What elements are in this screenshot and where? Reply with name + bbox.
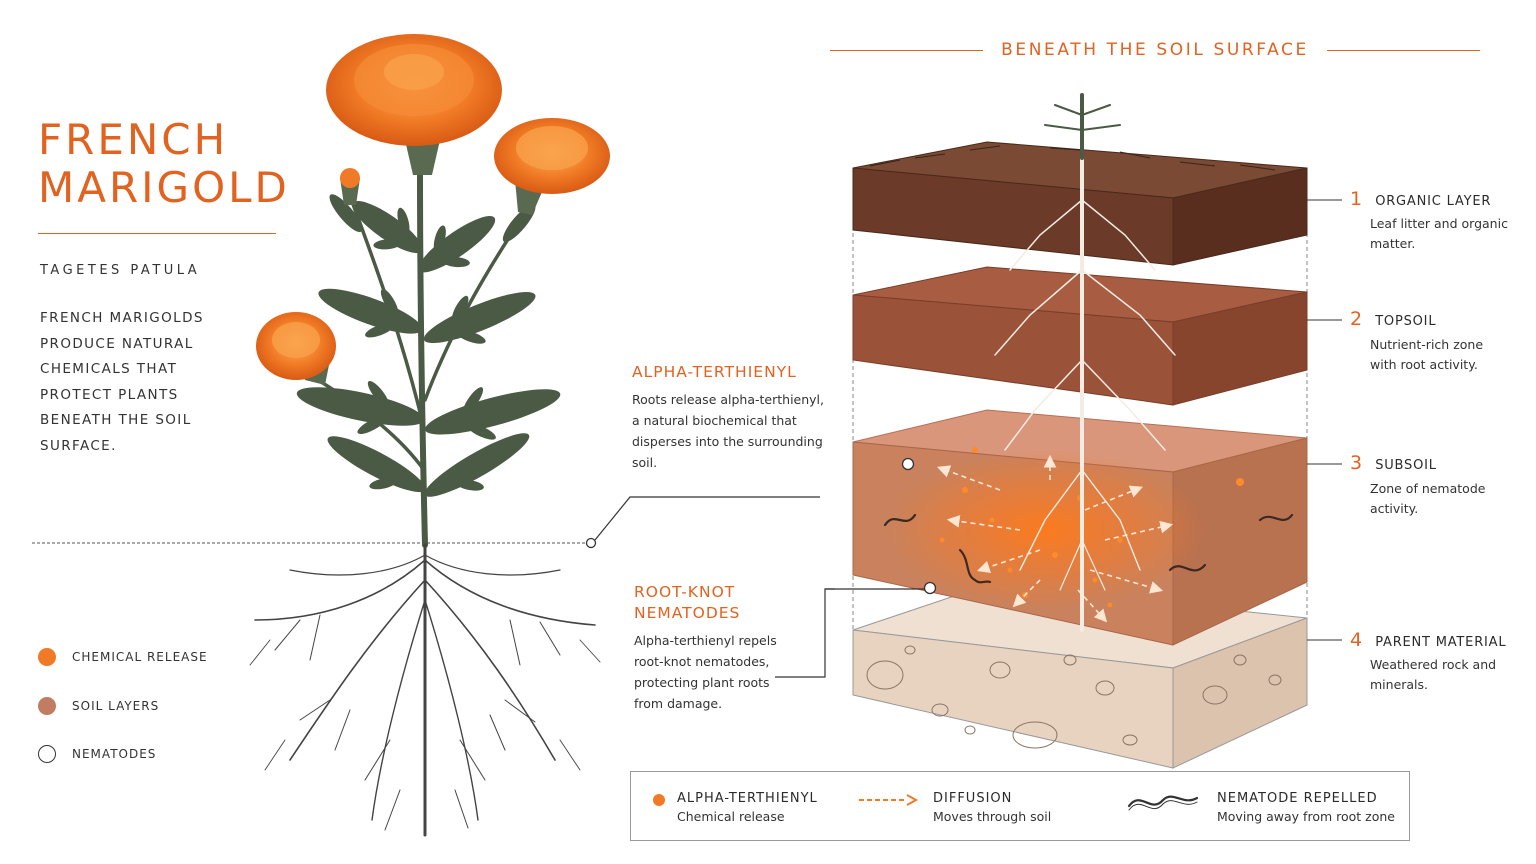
root-in-soil (994, 153, 1176, 632)
page-title: FRENCH MARIGOLD (38, 116, 290, 212)
marigold-flowers (256, 34, 610, 380)
nematode-icon (1127, 795, 1199, 811)
soil-surface-marker (585, 537, 597, 549)
alpha-callout-marker (901, 457, 915, 471)
key-title: ALPHA-TERTHIENYL (677, 791, 818, 806)
layer-number: 2 (1350, 308, 1363, 330)
legend-chemical-release: CHEMICAL RELEASE (38, 647, 208, 667)
root-system (249, 543, 601, 837)
header-line-right (1326, 49, 1481, 51)
layer-number: 4 (1350, 629, 1363, 651)
section-header-text: BENEATH THE SOIL SURFACE (1001, 40, 1309, 60)
annotation-alpha-desc: Roots release alpha-terthienyl, a natura… (632, 392, 825, 470)
legend-label: NEMATODES (72, 747, 157, 761)
diagram-key: ALPHA-TERTHIENYL Chemical release DIFFUS… (630, 771, 1410, 841)
left-flower (256, 312, 336, 380)
layer-subsoil (852, 409, 1308, 646)
key-desc: Chemical release (677, 809, 785, 824)
annotation-nematode-desc: Alpha-terthienyl repels root-knot nemato… (634, 633, 777, 711)
layer-number: 3 (1350, 452, 1363, 474)
key-item-diffusion: DIFFUSION Moves through soil (933, 791, 1051, 824)
nematode-icons (883, 513, 1294, 584)
chemical-release-dot-icon (38, 648, 56, 666)
key-item-alpha: ALPHA-TERTHIENYL Chemical release (677, 791, 818, 824)
layer-desc-3: Zone of nematode activity. (1370, 481, 1486, 516)
layer-name: ORGANIC LAYER (1375, 194, 1492, 209)
legend-label: CHEMICAL RELEASE (72, 650, 208, 664)
key-desc: Moves through soil (933, 809, 1052, 824)
layer-name: SUBSOIL (1375, 458, 1437, 473)
legend-nematodes: NEMATODES (38, 744, 156, 764)
key-title: DIFFUSION (933, 791, 1013, 806)
layer-desc-2: Nutrient-rich zone with root activity. (1370, 337, 1484, 372)
legend-soil-layers: SOIL LAYERS (38, 696, 159, 716)
dashed-arrow-icon (859, 794, 919, 806)
layer-desc-4: Weathered rock and minerals. (1370, 657, 1497, 692)
legend-label: SOIL LAYERS (72, 699, 160, 713)
annotation-alpha-title: ALPHA-TERTHIENYL (632, 363, 797, 381)
layer-label-3: 3 SUBSOIL (1350, 452, 1437, 474)
key-title: NEMATODE REPELLED (1217, 791, 1378, 806)
title-divider (38, 233, 276, 234)
key-desc: Moving away from root zone (1217, 809, 1395, 824)
nematode-callout-line (775, 588, 835, 678)
layer-leader-lines (1307, 199, 1342, 641)
foliage (296, 194, 561, 497)
header-line-left (830, 49, 984, 51)
annotation-nematode-title: ROOT-KNOT NEMATODES (634, 583, 741, 622)
key-item-nematode: NEMATODE REPELLED Moving away from root … (1217, 791, 1395, 824)
nematode-callout-marker (923, 581, 937, 595)
plant-sprout (1044, 93, 1121, 160)
main-flower (326, 34, 502, 146)
nematodes-circle-icon (38, 745, 56, 763)
marigold-plant-illustration (32, 34, 820, 837)
layer-name: TOPSOIL (1375, 314, 1437, 329)
layer-name: PARENT MATERIAL (1375, 635, 1507, 650)
soil-layers-dot-icon (38, 697, 56, 715)
nematode-callout-line-2 (825, 588, 925, 590)
layer-label-1: 1 ORGANIC LAYER (1350, 188, 1491, 210)
layer-label-4: 4 PARENT MATERIAL (1350, 629, 1506, 651)
title-line-1: FRENCH (38, 115, 229, 164)
alpha-callout-line (594, 496, 820, 541)
layer-number: 1 (1350, 188, 1363, 210)
section-header: BENEATH THE SOIL SURFACE (830, 38, 1481, 62)
intro-description: FRENCH MARIGOLDS PRODUCE NATURAL CHEMICA… (40, 310, 204, 454)
layer-label-2: 2 TOPSOIL (1350, 308, 1436, 330)
right-flower (494, 118, 610, 194)
soil-cross-section (852, 93, 1308, 769)
title-line-2: MARIGOLD (38, 163, 290, 212)
scientific-name: TAGETES PATULA (40, 263, 201, 278)
layer-desc-1: Leaf litter and organic matter. (1370, 216, 1508, 251)
orange-dot-icon (653, 794, 665, 806)
